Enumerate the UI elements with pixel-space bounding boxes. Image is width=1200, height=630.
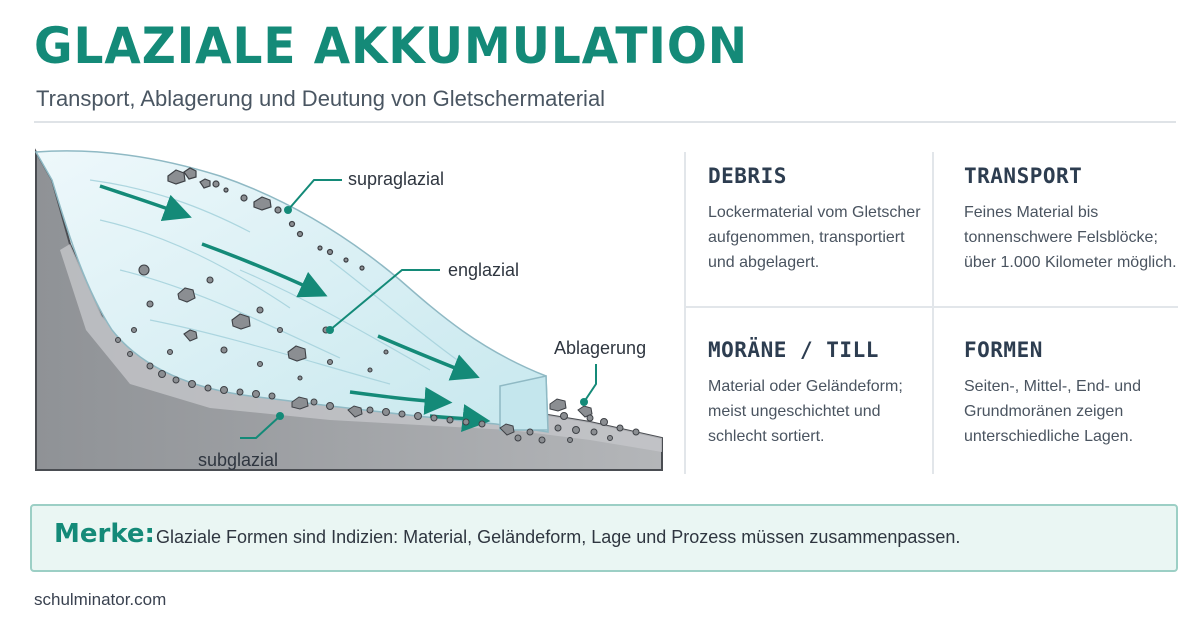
- flow-arrows: [99, 184, 491, 432]
- card-text: Lockermaterial vom Gletscher aufgenommen…: [708, 204, 921, 271]
- remember-note: Merke: Glaziale Formen sind Indizien: Ma…: [30, 504, 1178, 572]
- label-englacial: englazial: [448, 260, 519, 280]
- subglacial-debris: [115, 337, 486, 428]
- remember-label: Merke:: [54, 519, 155, 549]
- card-title: TRANSPORT: [964, 164, 1083, 188]
- card-title: DEBRIS: [708, 164, 787, 188]
- card-debris: DEBRIS Lockermaterial vom Gletscher aufg…: [708, 164, 938, 275]
- englacial-debris: [130, 264, 389, 381]
- card-moraine-till: MORÄNE / TILL Material oder Geländeform;…: [708, 338, 938, 449]
- grid-divider-horizontal: [684, 306, 1178, 308]
- card-text: Material oder Geländeform; meist ungesch…: [708, 378, 903, 445]
- label-supraglacial: supraglazial: [348, 169, 444, 189]
- info-grid: DEBRIS Lockermaterial vom Gletscher aufg…: [684, 152, 1178, 474]
- deposition-debris: [499, 398, 640, 444]
- grid-divider-left: [684, 152, 686, 474]
- card-forms: FORMEN Seiten-, Mittel-, End- und Grundm…: [964, 338, 1194, 449]
- header-divider: [34, 121, 1176, 123]
- remember-text: Glaziale Formen sind Indizien: Material,…: [156, 527, 961, 547]
- grid-divider-vertical: [932, 152, 934, 474]
- label-subglacial: subglazial: [198, 450, 278, 470]
- card-title: MORÄNE / TILL: [708, 338, 879, 362]
- glacier-diagram: supraglazial englazial Ablagerung subgla…: [34, 148, 663, 471]
- glacier-ice: [34, 150, 549, 433]
- page-title: GLAZIALE AKKUMULATION: [34, 17, 749, 75]
- label-deposition: Ablagerung: [554, 338, 646, 358]
- footer-site: schulminator.com: [34, 590, 167, 609]
- card-text: Feines Material bis tonnenschwere Felsbl…: [964, 204, 1177, 271]
- card-text: Seiten-, Mittel-, End- und Grundmoränen …: [964, 378, 1141, 445]
- label-dots: [276, 206, 588, 420]
- valley-floor: [60, 244, 662, 452]
- label-leaders: [240, 179, 597, 439]
- glacier-front: [499, 375, 549, 431]
- card-transport: TRANSPORT Feines Material bis tonnenschw…: [964, 164, 1194, 275]
- page-subtitle: Transport, Ablagerung und Deutung von Gl…: [36, 86, 606, 111]
- card-title: FORMEN: [964, 338, 1043, 362]
- supraglacial-debris: [167, 167, 365, 271]
